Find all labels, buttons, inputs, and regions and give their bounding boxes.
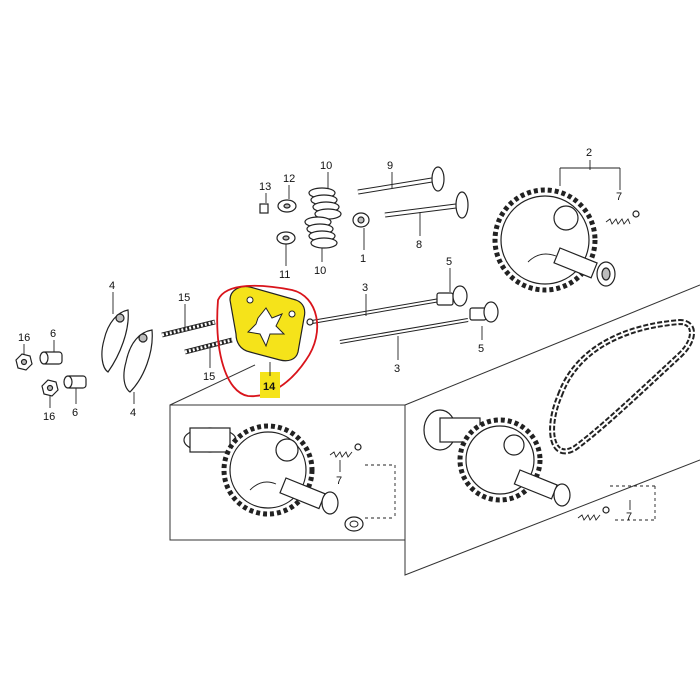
callout-4-upper: 4 — [109, 280, 115, 292]
stem-seal — [352, 212, 370, 228]
highlight-circle — [216, 284, 319, 397]
exhaust-valve — [357, 166, 445, 195]
callout-7-upper: 7 — [616, 191, 622, 203]
intake-valve — [384, 191, 469, 219]
callout-13: 13 — [259, 181, 271, 193]
callout-9: 9 — [387, 160, 393, 172]
callout-1: 1 — [360, 253, 366, 265]
callout-7-lower-right: 7 — [626, 511, 632, 523]
leader-lines — [23, 160, 631, 510]
rocker-arm-right — [123, 329, 153, 393]
callout-4-lower: 4 — [130, 407, 136, 419]
nut-upper — [15, 353, 33, 371]
callout-6-upper: 6 — [50, 328, 56, 340]
spring-lower-right — [577, 506, 610, 521]
retainer-upper — [277, 199, 297, 213]
callout-3-upper: 3 — [362, 282, 368, 294]
callout-5-lower: 5 — [478, 343, 484, 355]
pivot-upper — [39, 351, 63, 365]
callout-16-lower: 16 — [43, 411, 55, 423]
retainer-lower — [276, 231, 296, 245]
callout-12: 12 — [283, 173, 295, 185]
timing-chain — [549, 318, 695, 455]
callout-15-lower: 15 — [203, 371, 215, 383]
callout-16-upper: 16 — [18, 332, 30, 344]
assembly-frames — [169, 284, 700, 576]
tappet-lower — [469, 301, 499, 323]
guide-plate-highlighted — [229, 285, 306, 362]
callout-11: 11 — [279, 269, 290, 281]
pivot-lower — [63, 375, 87, 389]
callout-6-lower: 6 — [72, 407, 78, 419]
callout-10-lower: 10 — [314, 265, 326, 277]
callout-14: 14 — [263, 381, 276, 393]
callout-numbers: 9 10 12 13 2 7 1 8 10 11 5 3 5 3 15 15 4… — [18, 147, 632, 523]
callout-5-upper: 5 — [446, 256, 452, 268]
cam-gear-upper — [492, 187, 616, 293]
callout-10-upper: 10 — [320, 160, 332, 172]
rocker-arm-left — [101, 309, 129, 373]
cam-gear-lower-left — [183, 423, 339, 517]
callout-15-upper: 15 — [178, 292, 190, 304]
valve-spring-upper — [308, 187, 342, 220]
callout-8: 8 — [416, 239, 422, 251]
push-rod-lower — [339, 318, 469, 344]
nut-lower — [41, 379, 59, 397]
callout-2: 2 — [586, 147, 592, 159]
spring-upper — [605, 210, 640, 225]
push-rod-upper — [306, 298, 441, 326]
valve-spring-lower — [304, 216, 338, 249]
label-14-highlight — [260, 362, 280, 398]
valve-cotter — [259, 203, 269, 214]
washer-lower-left — [344, 516, 364, 532]
spring-lower-left — [329, 443, 362, 458]
tappet-upper — [436, 285, 468, 307]
callout-3-lower: 3 — [394, 363, 400, 375]
callout-7-lower-left: 7 — [336, 475, 342, 487]
cam-gear-lower-right — [423, 409, 571, 507]
stud-bolt-upper — [161, 319, 216, 338]
stud-bolt-lower — [184, 337, 233, 355]
